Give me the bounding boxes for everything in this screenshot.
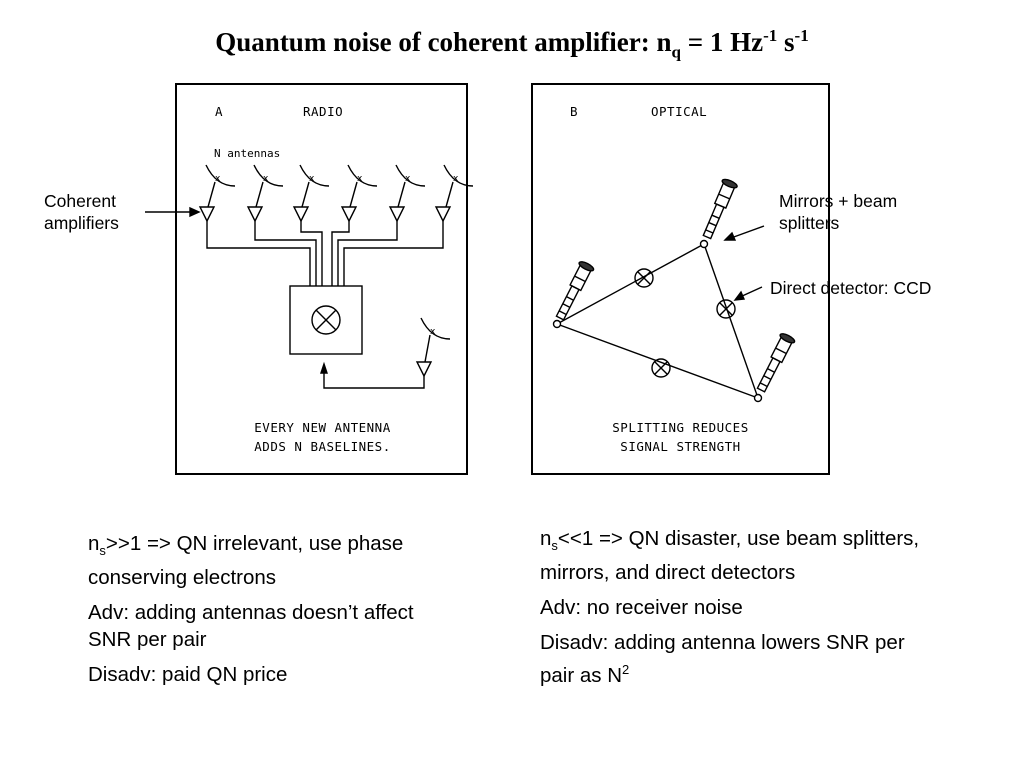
antenna-4-icon: x	[340, 164, 378, 223]
correlator-icon	[311, 305, 341, 335]
detector-2-icon	[716, 299, 736, 319]
new-antenna-icon: x	[320, 317, 451, 389]
panel-b-heading: OPTICAL	[651, 104, 708, 119]
svg-text:x: x	[430, 327, 436, 337]
antenna-5-icon: x	[388, 164, 426, 223]
mirrors-callout-line1: Mirrors + beam	[779, 191, 898, 211]
mirrors-callout: Mirrors + beam splitters	[779, 190, 897, 234]
left-p2: Adv: adding antennas doesn’t affect SNR …	[88, 601, 414, 652]
svg-text:x: x	[357, 174, 363, 184]
detector-callout: Direct detector: CCD	[770, 278, 932, 298]
mirror-nodes	[552, 239, 763, 403]
antennas-label: N antennas	[214, 147, 281, 160]
coherent-arrow-icon	[145, 206, 201, 218]
mirrors-arrow-icon	[723, 225, 765, 241]
page-title: Quantum noise of coherent amplifier: nq …	[215, 26, 809, 62]
svg-text:x: x	[263, 174, 269, 184]
telescope-3-icon	[756, 333, 796, 393]
correlator-box	[289, 285, 363, 355]
optical-beam-paths	[556, 243, 759, 399]
right-text-column: ns<<1 => QN disaster, use beam splitters…	[540, 525, 930, 697]
panel-b-caption: SPLITTING REDUCES SIGNAL STRENGTH	[548, 418, 813, 456]
panel-a-heading: RADIO	[303, 104, 344, 119]
right-p3: Disadv: adding antenna lowers SNR per pa…	[540, 631, 905, 687]
detector-arrow-icon	[733, 286, 763, 301]
detector-icons	[634, 268, 736, 378]
panel-a-letter: A	[215, 104, 224, 119]
panel-a-caption-line2: ADDS N BASELINES.	[254, 439, 391, 454]
svg-text:x: x	[309, 174, 315, 184]
panel-b-caption-line1: SPLITTING REDUCES	[612, 420, 749, 435]
left-text-column: ns>>1 => QN irrelevant, use phase conser…	[88, 530, 458, 696]
coherent-amplifiers-callout: Coherent amplifiers	[44, 190, 119, 234]
svg-text:x: x	[453, 174, 459, 184]
panel-b-letter: B	[570, 104, 579, 119]
mirrors-callout-line2: splitters	[779, 213, 840, 233]
antenna-row: x x x x x	[198, 164, 474, 223]
detector-1-icon	[634, 268, 654, 288]
signal-wires	[206, 221, 444, 286]
panel-a-caption: EVERY NEW ANTENNA ADDS N BASELINES.	[190, 418, 455, 456]
right-p1: ns<<1 => QN disaster, use beam splitters…	[540, 527, 920, 585]
left-p3: Disadv: paid QN price	[88, 663, 288, 687]
coherent-callout-line1: Coherent	[44, 191, 116, 211]
left-p1: ns>>1 => QN irrelevant, use phase conser…	[88, 532, 404, 590]
antenna-3-icon: x	[292, 164, 330, 223]
antenna-6-icon: x	[434, 164, 474, 223]
svg-text:x: x	[405, 174, 411, 184]
telescope-2-icon	[702, 178, 738, 240]
right-p2: Adv: no receiver noise	[540, 596, 743, 620]
antenna-2-icon: x	[246, 164, 284, 223]
telescope-1-icon	[555, 261, 595, 321]
detector-3-icon	[651, 358, 671, 378]
panel-b-caption-line2: SIGNAL STRENGTH	[620, 439, 741, 454]
coherent-callout-line2: amplifiers	[44, 213, 119, 233]
panel-a-caption-line1: EVERY NEW ANTENNA	[254, 420, 391, 435]
svg-text:x: x	[215, 174, 221, 184]
antenna-1-icon: x	[198, 164, 236, 223]
